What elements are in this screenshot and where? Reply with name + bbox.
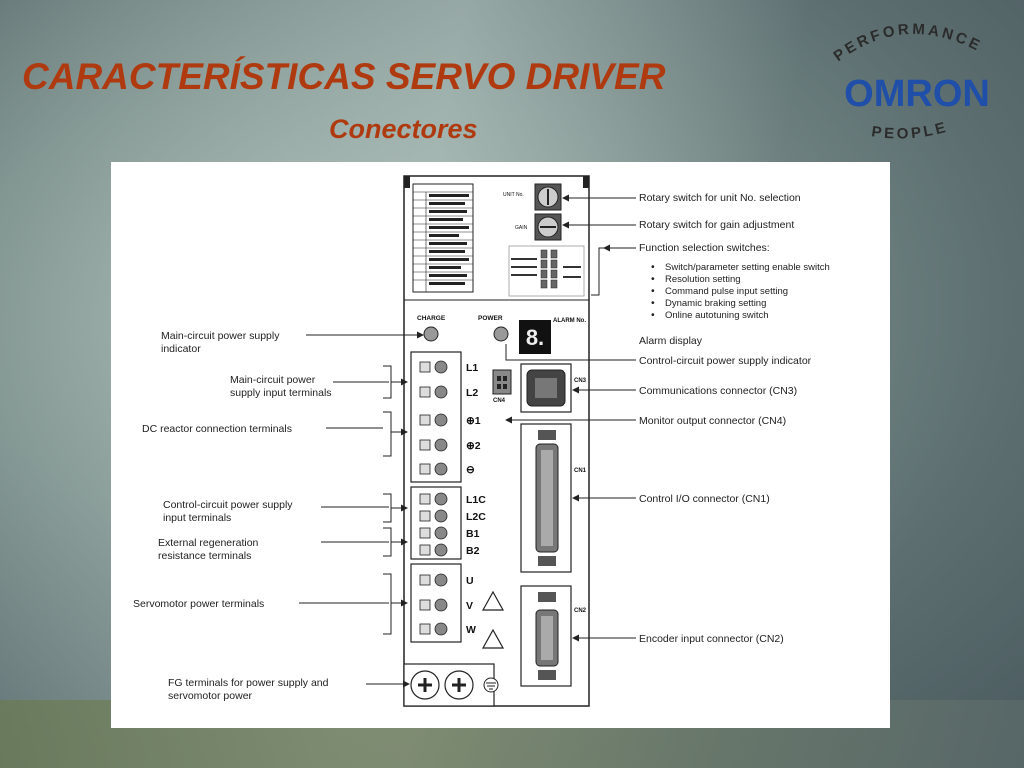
gain-label: GAIN [515, 225, 528, 231]
label-rotary-unit: Rotary switch for unit No. selection [639, 192, 801, 204]
func-item: Dynamic braking setting [665, 298, 766, 309]
terminal-w: W [466, 624, 476, 636]
label-ctrl-power-term: Control-circuit power supply [163, 499, 293, 511]
warning-icon [481, 590, 505, 649]
terminal-plus2: ⊕2 [466, 440, 481, 452]
cn3-label: CN3 [574, 378, 587, 384]
terminal-l1: L1 [466, 362, 478, 374]
svg-text:•: • [651, 261, 655, 273]
label-dc-reactor: DC reactor connection terminals [142, 423, 292, 435]
logo-performance: PERFORMANCE [831, 21, 985, 65]
label-main-power-ind: Main-circuit power supply [161, 330, 280, 342]
charge-label: CHARGE [417, 315, 446, 322]
svg-text:•: • [651, 297, 655, 309]
servo-driver-diagram: UNIT No. GAIN CHARGE POWER 8. ALARM No. [133, 175, 830, 707]
terminal-b1: B1 [466, 528, 480, 540]
svg-text:•: • [651, 273, 655, 285]
label-fg-2: servomotor power [168, 690, 253, 702]
label-rotary-gain: Rotary switch for gain adjustment [639, 219, 794, 231]
label-servomotor: Servomotor power terminals [133, 598, 264, 610]
dip-switch-bank [540, 249, 558, 289]
cn2-connector [520, 585, 572, 687]
label-func-title: Function selection switches: [639, 242, 770, 254]
terminal-plus1: ⊕1 [466, 415, 481, 427]
left-leaders [299, 331, 424, 688]
label-monitor-conn: Monitor output connector (CN4) [639, 415, 786, 427]
label-ext-regen-2: resistance terminals [158, 550, 251, 562]
svg-text:•: • [651, 309, 655, 321]
slide-title: CARACTERÍSTICAS SERVO DRIVER [22, 56, 666, 97]
logo-omron: OMRON [844, 73, 990, 115]
alarm-display [519, 320, 551, 354]
cn4-connector [492, 369, 512, 395]
label-ctrl-io: Control I/O connector (CN1) [639, 493, 770, 505]
terminal-minus: ⊖ [466, 464, 475, 476]
omron-logo: PERFORMANCE OMRON PEOPLE [831, 21, 990, 143]
label-fg: FG terminals for power supply and [168, 677, 329, 689]
parameter-table-fill [429, 194, 469, 285]
charge-indicator [423, 326, 439, 342]
func-item: Online autotuning switch [665, 310, 769, 321]
terminal-screws [419, 360, 448, 636]
terminal-l1c: L1C [466, 494, 486, 506]
logo-people: PEOPLE [870, 119, 950, 143]
svg-text:8.: 8. [526, 325, 544, 350]
terminal-labels: L1 L2 ⊕1 ⊕2 ⊖ L1C L2C B1 B2 U V W [466, 362, 486, 636]
terminal-u: U [466, 575, 474, 587]
terminal-l2c: L2C [466, 511, 486, 523]
unit-no-label: UNIT No. [503, 192, 524, 198]
label-alarm-display: Alarm display [639, 335, 703, 347]
power-indicator [493, 326, 509, 342]
svg-text:•: • [651, 285, 655, 297]
ground-icon [483, 677, 499, 693]
alarm-label: ALARM No. [553, 318, 586, 324]
terminal-v: V [466, 600, 473, 612]
slide-subtitle: Conectores [329, 114, 478, 144]
cn2-label: CN2 [574, 608, 587, 614]
label-ctrl-power-ind: Control-circuit power supply indicator [639, 355, 812, 367]
label-ext-regen: External regeneration [158, 537, 259, 549]
right-leaders [505, 194, 636, 642]
func-item: Resolution setting [665, 274, 741, 285]
label-main-power-term-2: supply input terminals [230, 387, 332, 399]
terminal-b2: B2 [466, 545, 480, 557]
label-comm-conn: Communications connector (CN3) [639, 385, 797, 397]
label-ctrl-power-term-2: input terminals [163, 512, 231, 524]
label-main-power-term: Main-circuit power [230, 374, 316, 386]
cn4-label: CN4 [493, 398, 506, 404]
label-encoder: Encoder input connector (CN2) [639, 633, 784, 645]
func-items: •Switch/parameter setting enable switch … [651, 261, 830, 321]
power-label: POWER [478, 315, 503, 322]
label-main-power-ind-2: indicator [161, 343, 201, 355]
terminal-l2: L2 [466, 387, 478, 399]
parameter-table-rows [413, 191, 473, 292]
func-item: Command pulse input setting [665, 286, 788, 297]
func-item: Switch/parameter setting enable switch [665, 262, 830, 273]
diagram-panel: UNIT No. GAIN CHARGE POWER 8. ALARM No. [111, 162, 890, 728]
cn1-label: CN1 [574, 468, 587, 474]
